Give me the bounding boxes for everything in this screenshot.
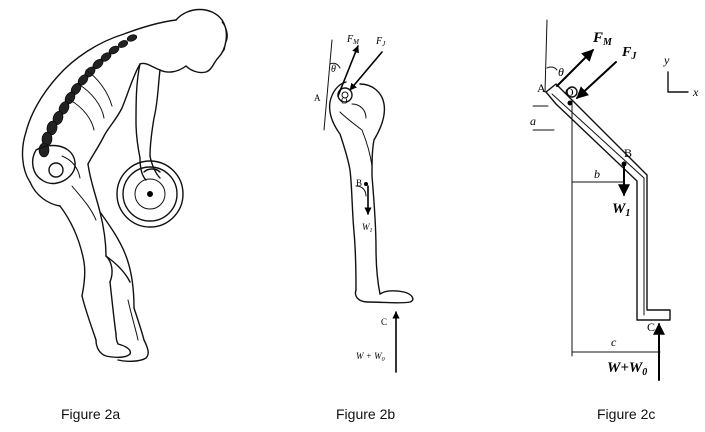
fig2c-y-axis-label: y — [663, 53, 670, 67]
fig2c-fj-label: FJ — [621, 45, 637, 62]
fig2b-w-w0-label: W + W0 — [356, 351, 385, 363]
fig2c-point-o-label: O — [565, 85, 574, 99]
fig2c-x-axis-label: x — [692, 85, 699, 99]
figure-2a-lifter-illustration — [21, 8, 228, 363]
fig2c-w1-label: W1 — [612, 201, 630, 219]
fig2c-point-c-label: C — [647, 320, 655, 334]
fig2c-dim-b-label: b — [594, 167, 600, 181]
fig2c-theta-label: θ — [558, 65, 564, 79]
fig2b-fm-label: FM — [346, 34, 360, 46]
fig2b-point-c-label: C — [381, 317, 387, 327]
figure-2b-labels: FM FJ θ A O B W1 C W + W0 — [314, 34, 387, 363]
figure-2c-labels: FM FJ θ A O a B b W1 C c W+W0 y x — [530, 30, 699, 378]
fig2c-dim-a-label: a — [530, 114, 536, 128]
weight-plate — [116, 160, 184, 228]
fig2b-fj-label: FJ — [375, 36, 386, 48]
figure-2b-body-diagram — [323, 39, 414, 373]
figure-2b-caption: Figure 2b — [336, 406, 395, 422]
fig2b-point-a-label: A — [314, 93, 321, 103]
figure-2c-free-body-model — [532, 19, 689, 381]
figure-2a-caption: Figure 2a — [61, 406, 120, 422]
spine-vertebrae — [38, 34, 138, 158]
fig2c-w-w0-label: W+W0 — [607, 360, 647, 378]
fig2c-point-a-label: A — [537, 81, 546, 95]
fig2c-fm-label: FM — [592, 30, 613, 48]
figure-2c-caption: Figure 2c — [597, 406, 655, 422]
fig2b-w1-label: W1 — [362, 222, 373, 234]
fig2b-theta-label: θ — [331, 64, 336, 75]
fig2b-point-b-label: B — [356, 178, 362, 188]
fig2c-point-b-label: B — [624, 146, 632, 160]
fig2c-dim-c-label: c — [611, 335, 617, 349]
fig2b-point-o-label: O — [341, 96, 348, 106]
